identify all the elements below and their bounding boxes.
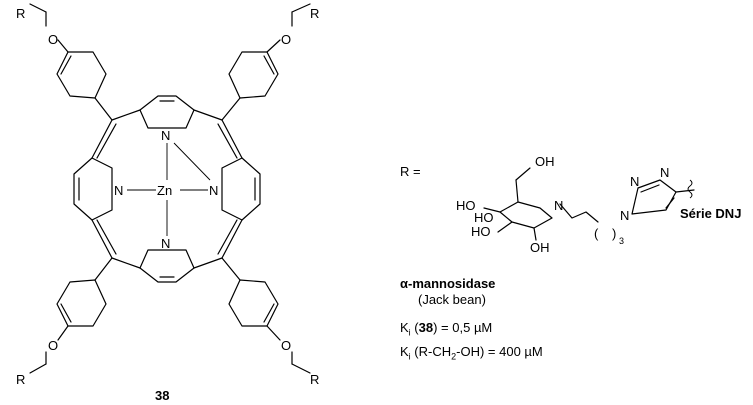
ch2-r-bond <box>29 363 47 374</box>
enzyme-source-label: (Jack bean) <box>418 292 486 307</box>
meso-bridge-bottom-left <box>91 219 141 269</box>
benzene-ring <box>56 279 107 327</box>
dnj-piperidine-ring <box>483 167 599 241</box>
triazole-n3-atom: N <box>660 165 669 180</box>
ch2-r-bond <box>29 3 47 13</box>
oxygen-atom-tr: O <box>281 32 291 47</box>
r-substituent-bl: R <box>16 372 25 387</box>
ki-ref-prefix: (R-CH <box>414 344 452 359</box>
ki-subscript-2: i <box>408 351 411 362</box>
n-atom-top: N <box>161 128 170 143</box>
aryl-link-bond <box>221 97 241 121</box>
ether-c-o-bond <box>57 39 69 53</box>
benzene-ring <box>228 51 279 99</box>
ki-ref-subscript: 2 <box>451 351 457 362</box>
ki-reference-line: Ki (R-CH2-OH) = 400 µM <box>400 344 543 362</box>
ki-symbol: K <box>400 320 409 335</box>
zn-atom: Zn <box>157 183 172 198</box>
oxygen-atom-bl: O <box>48 338 58 353</box>
benzene-ring <box>228 279 279 327</box>
ch2-oh-bond <box>515 167 531 181</box>
aryl-arm-bottom-right <box>221 257 311 374</box>
meso-double-bond-tl <box>96 123 117 159</box>
r-substituent-tl: R <box>16 6 25 21</box>
ho-atom-3: HO <box>471 224 491 239</box>
ki-symbol-2: K <box>400 344 409 359</box>
meso-double-bond-br <box>217 219 238 255</box>
ki-ref-value: -OH) = 400 µM <box>456 344 543 359</box>
propyl-chain-bonds <box>559 203 599 223</box>
benzene-double-bond <box>263 55 275 75</box>
ki-compound-line: Ki (38) = 0,5 µM <box>400 320 492 338</box>
meso-double-bond-tr <box>217 123 238 159</box>
aryl-arm-top-right <box>221 3 311 121</box>
ki-compound-value: ) = 0,5 µM <box>433 320 493 335</box>
enzyme-source: (Jack bean) <box>418 292 486 307</box>
right-pyrrole-ring <box>221 157 261 221</box>
oxygen-atom-br: O <box>281 338 291 353</box>
enzyme-label: α-mannosidase <box>400 276 495 291</box>
ch2-bond <box>515 179 519 203</box>
zn-n-diagonal <box>173 142 211 181</box>
chain-paren-close: ) <box>612 226 616 241</box>
r-substituent-br: R <box>310 372 319 387</box>
ch2-r-bond <box>291 363 311 374</box>
porphyrin-structure: N N N N Zn O R O R <box>16 3 319 403</box>
left-pyrrole-ring <box>73 157 113 221</box>
ho-atom-2: HO <box>474 210 494 225</box>
ki-compound-prefix: ( <box>414 320 419 335</box>
piperidine-n-atom: N <box>554 198 563 213</box>
triazole-n1-atom: N <box>620 208 629 223</box>
meso-bridge-bottom-right <box>193 219 243 269</box>
ether-c-o-bond <box>266 39 281 53</box>
triazole-n2-atom: N <box>630 174 639 189</box>
attachment-wavy-bond <box>687 179 693 199</box>
ki-subscript: i <box>408 327 411 338</box>
triazole-double-bond-1 <box>640 184 660 193</box>
oxygen-atom-tl: O <box>48 32 58 47</box>
n-atom-left: N <box>114 183 123 198</box>
benzene-ring <box>56 51 107 99</box>
enzyme-name: α-mannosidase <box>400 276 496 291</box>
aryl-link-bond <box>94 257 113 281</box>
series-label: Série DNJ <box>680 206 741 221</box>
n-atom-right: N <box>209 183 218 198</box>
piperidine-ring-bonds <box>499 201 553 229</box>
aryl-arm-bottom-left <box>29 257 113 374</box>
porphyrin-core-bonds <box>73 95 261 283</box>
n-atom-bottom: N <box>161 236 170 251</box>
ether-c-o-bond <box>57 325 69 341</box>
aryl-arm-top-left <box>29 3 113 121</box>
r-group-structure: R = OH HO HO HO OH N ( ) 3 N N N Série D… <box>400 154 741 255</box>
triazole-ring <box>631 179 695 215</box>
meso-bridge-top-left <box>91 109 141 159</box>
oh-atom-top: OH <box>535 154 555 169</box>
chain-paren-open: ( <box>594 226 599 241</box>
ho-atom-1: HO <box>456 198 476 213</box>
ether-c-o-bond <box>266 325 281 341</box>
ho-bond-2 <box>497 221 513 233</box>
attachment-bond <box>675 189 695 193</box>
ki-compound-ref: 38 <box>418 320 434 335</box>
r-substituent-tr: R <box>310 6 319 21</box>
benzene-double-bond <box>263 303 275 323</box>
meso-bridge-top-right <box>193 109 243 159</box>
aryl-link-bond <box>94 97 113 121</box>
r-definition-label: R = <box>400 164 421 179</box>
triazole-double-bond-2 <box>665 197 675 209</box>
oh-atom-bottom: OH <box>530 240 550 255</box>
oh-bond-3 <box>533 227 537 241</box>
ch2-r-bond <box>291 3 311 13</box>
chain-count: 3 <box>619 236 624 246</box>
triazole-ring-bonds <box>631 179 677 215</box>
ho-bond-1 <box>483 207 501 213</box>
benzene-double-bond <box>60 303 72 323</box>
benzene-double-bond <box>60 55 72 75</box>
aryl-link-bond <box>221 257 241 281</box>
compound-number-label: 38 <box>155 388 169 403</box>
meso-double-bond-bl <box>96 219 117 255</box>
